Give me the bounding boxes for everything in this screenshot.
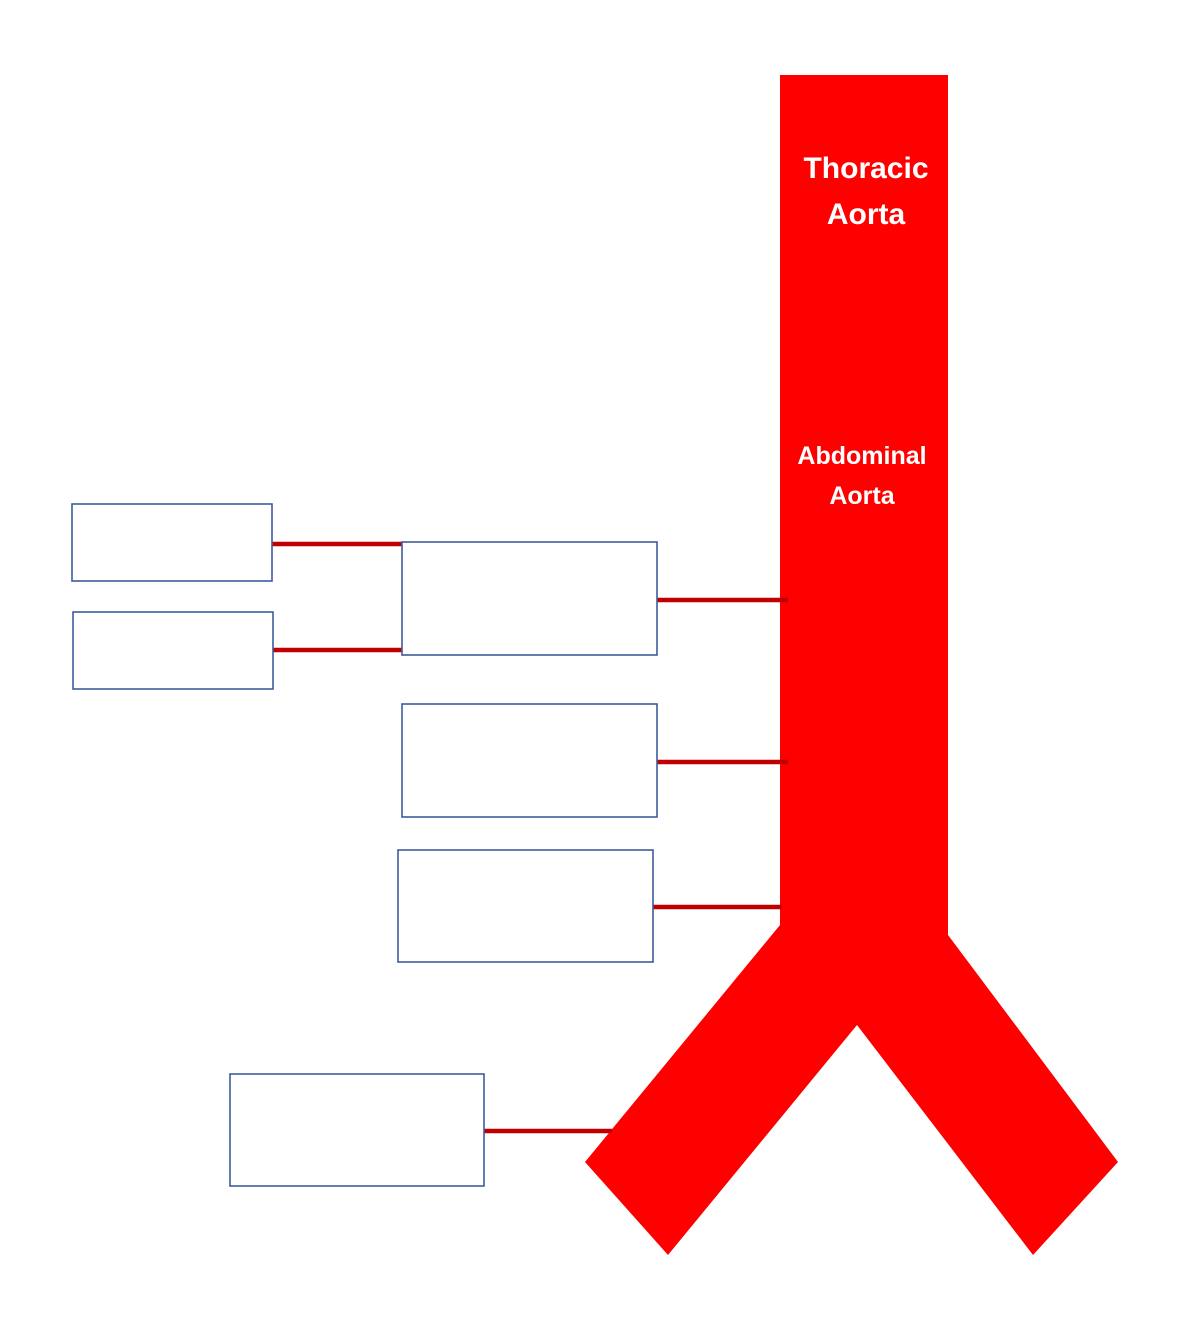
thoracic-label-line1: Thoracic [803,152,928,185]
abdominal-label-line2: Aorta [829,482,895,510]
label-box-4[interactable] [401,703,658,818]
abdominal-label-line1: Abdominal [797,442,926,470]
label-box-2[interactable] [72,611,274,690]
label-box-1[interactable] [71,503,273,582]
label-box-6[interactable] [229,1073,485,1187]
label-box-3[interactable] [401,541,658,656]
thoracic-label-line2: Aorta [827,198,906,231]
label-box-5[interactable] [397,849,654,963]
aorta-shape [585,75,1118,1255]
